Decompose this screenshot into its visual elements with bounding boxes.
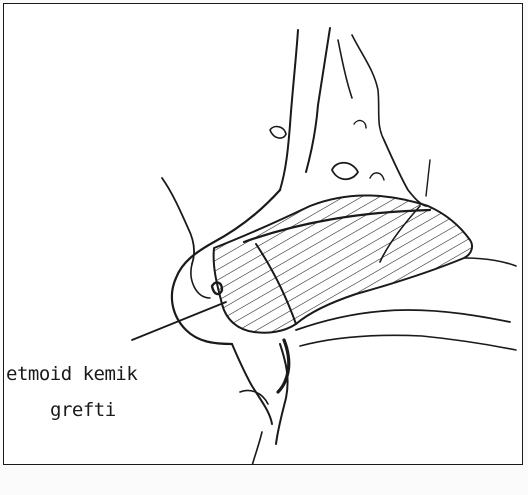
skin-profile xyxy=(162,178,194,264)
sinus-bump-4 xyxy=(370,173,384,180)
frontal-bone-inner xyxy=(306,28,330,172)
palate-line xyxy=(464,258,516,266)
graft-label-line1: etmoid kemik xyxy=(6,363,137,385)
sinus-bump-1 xyxy=(270,127,286,139)
upper-lip xyxy=(232,344,272,424)
skin-profile-lower xyxy=(191,264,210,298)
alveolar-ridge xyxy=(300,335,516,350)
leader-line xyxy=(132,302,226,340)
lip-inner xyxy=(276,344,288,444)
sinus-bump-2 xyxy=(332,163,358,180)
maxilla-lower xyxy=(296,310,510,330)
graft-label-line2: grefti xyxy=(50,399,116,421)
frontal-sinus-edge xyxy=(338,40,352,98)
chin-line xyxy=(252,432,262,466)
sinus-bump-3 xyxy=(354,121,366,128)
small-marker xyxy=(426,160,430,196)
lip-detail xyxy=(240,391,268,405)
cranial-contour xyxy=(352,35,384,140)
frontal-bone-outer xyxy=(280,30,298,190)
